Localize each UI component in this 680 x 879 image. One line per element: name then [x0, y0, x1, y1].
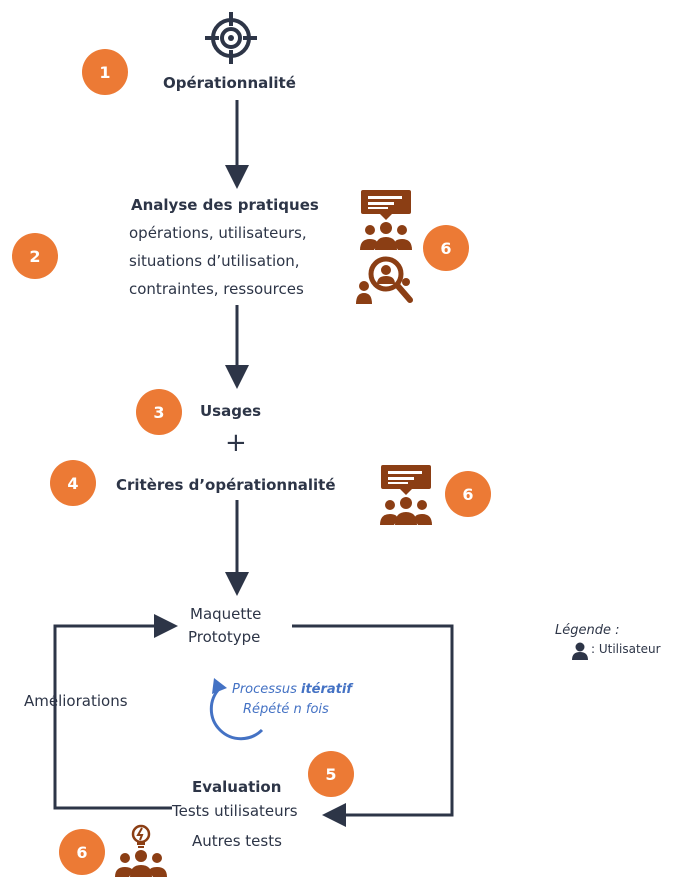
- loop-top-line-2: Prototype: [188, 628, 261, 646]
- plus-sign: +: [225, 428, 247, 458]
- evaluation-line-2: Autres tests: [192, 832, 282, 850]
- step-3-badge: 3: [136, 389, 182, 435]
- step-3-title: Usages: [200, 402, 262, 420]
- step-4-side-badge: 6: [445, 471, 491, 517]
- step-1-title: Opérationnalité: [163, 74, 296, 92]
- target-icon: [205, 12, 257, 64]
- iterative-arrow-icon: [209, 686, 264, 741]
- step-1-badge: 1: [82, 49, 128, 95]
- legend-title: Légende :: [555, 623, 620, 638]
- loop-right-line: [292, 624, 454, 827]
- iterative-line-2: Répété n fois: [243, 702, 329, 717]
- evaluation-title: Evaluation: [192, 778, 282, 796]
- user-icon: [572, 642, 588, 660]
- step-2-title: Analyse des pratiques: [131, 196, 319, 214]
- evaluation-line-1: Tests utilisateurs: [172, 802, 298, 820]
- user-research-icon: [356, 256, 413, 304]
- legend-item: : Utilisateur: [591, 642, 661, 656]
- step-2-line-1: opérations, utilisateurs,: [129, 224, 307, 242]
- iterative-line-1: Processus itératif: [232, 682, 352, 697]
- step-6-bottom-badge: 6: [59, 829, 105, 875]
- step-2-side-badge: 6: [423, 225, 469, 271]
- loop-left-label: Améliorations: [24, 692, 128, 710]
- loop-left-line: [53, 614, 178, 810]
- step-4-title: Critères d’opérationnalité: [116, 476, 336, 494]
- loop-top-line-1: Maquette: [190, 605, 262, 623]
- step-2-line-2: situations d’utilisation,: [129, 252, 300, 270]
- discussion-group-icon: [360, 190, 412, 250]
- step-4-badge: 4: [50, 460, 96, 506]
- idea-group-icon: [115, 824, 167, 877]
- step-2-line-3: contraintes, ressources: [129, 280, 304, 298]
- step-5-badge: 5: [308, 751, 354, 797]
- discussion-group-icon-2: [380, 465, 432, 525]
- step-2-badge: 2: [12, 233, 58, 279]
